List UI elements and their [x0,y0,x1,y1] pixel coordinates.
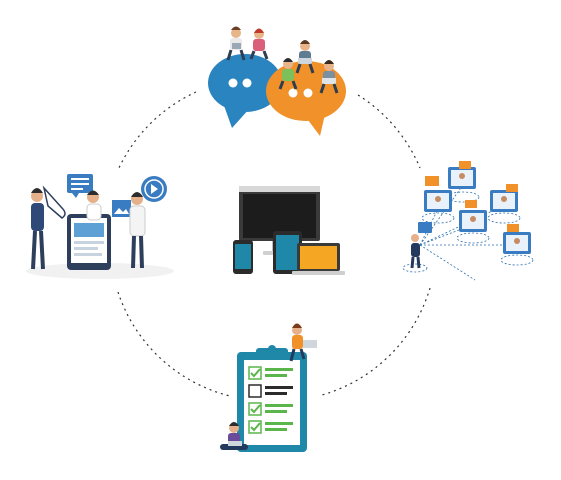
checklist-rows [248,366,293,434]
dotted-ring [117,91,431,397]
person-5 [319,60,339,94]
monitor-group [424,161,531,254]
social-media-icon [26,174,174,279]
person-1 [226,26,246,61]
person-4 [278,58,298,90]
person-2 [249,28,269,60]
devices-icon [233,186,345,275]
person-3 [295,40,315,74]
community-chat-icon [208,26,346,136]
checklist-icon [220,323,317,452]
remote-meeting-icon [402,161,534,281]
